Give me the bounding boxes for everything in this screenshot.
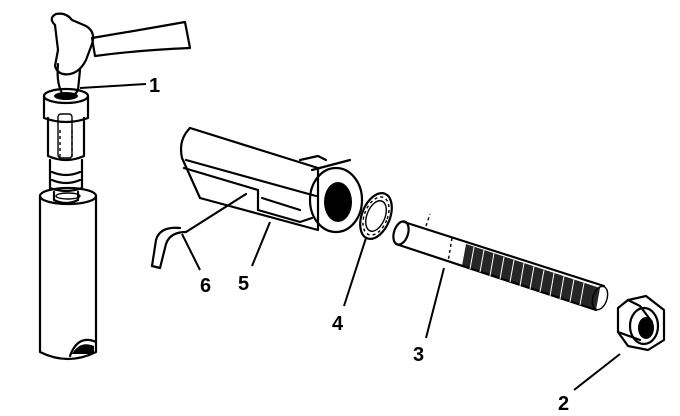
leader-6	[181, 233, 201, 271]
part-1-driver-tool	[38, 87, 98, 361]
callout-6: 6	[200, 275, 211, 297]
leader-lines	[79, 83, 621, 391]
callout-1: 1	[149, 75, 160, 97]
leader-5	[251, 221, 271, 267]
part-3-threaded-rod	[392, 213, 609, 312]
leader-4	[343, 237, 367, 307]
leader-1	[79, 83, 147, 89]
callout-4: 4	[332, 313, 344, 335]
callout-5: 5	[238, 273, 249, 295]
leader-2	[573, 353, 621, 391]
callout-2: 2	[558, 393, 569, 415]
leader-3	[425, 267, 445, 339]
hammer	[50, 12, 192, 98]
part-2-hex-nut	[616, 294, 666, 352]
callout-3: 3	[413, 344, 424, 366]
part-4-washer	[359, 192, 393, 240]
part-5-sleeve-tool	[179, 126, 364, 234]
callout-labels: 1 2 3 4 5 6	[149, 75, 569, 415]
part-6-hex-key	[150, 192, 248, 270]
